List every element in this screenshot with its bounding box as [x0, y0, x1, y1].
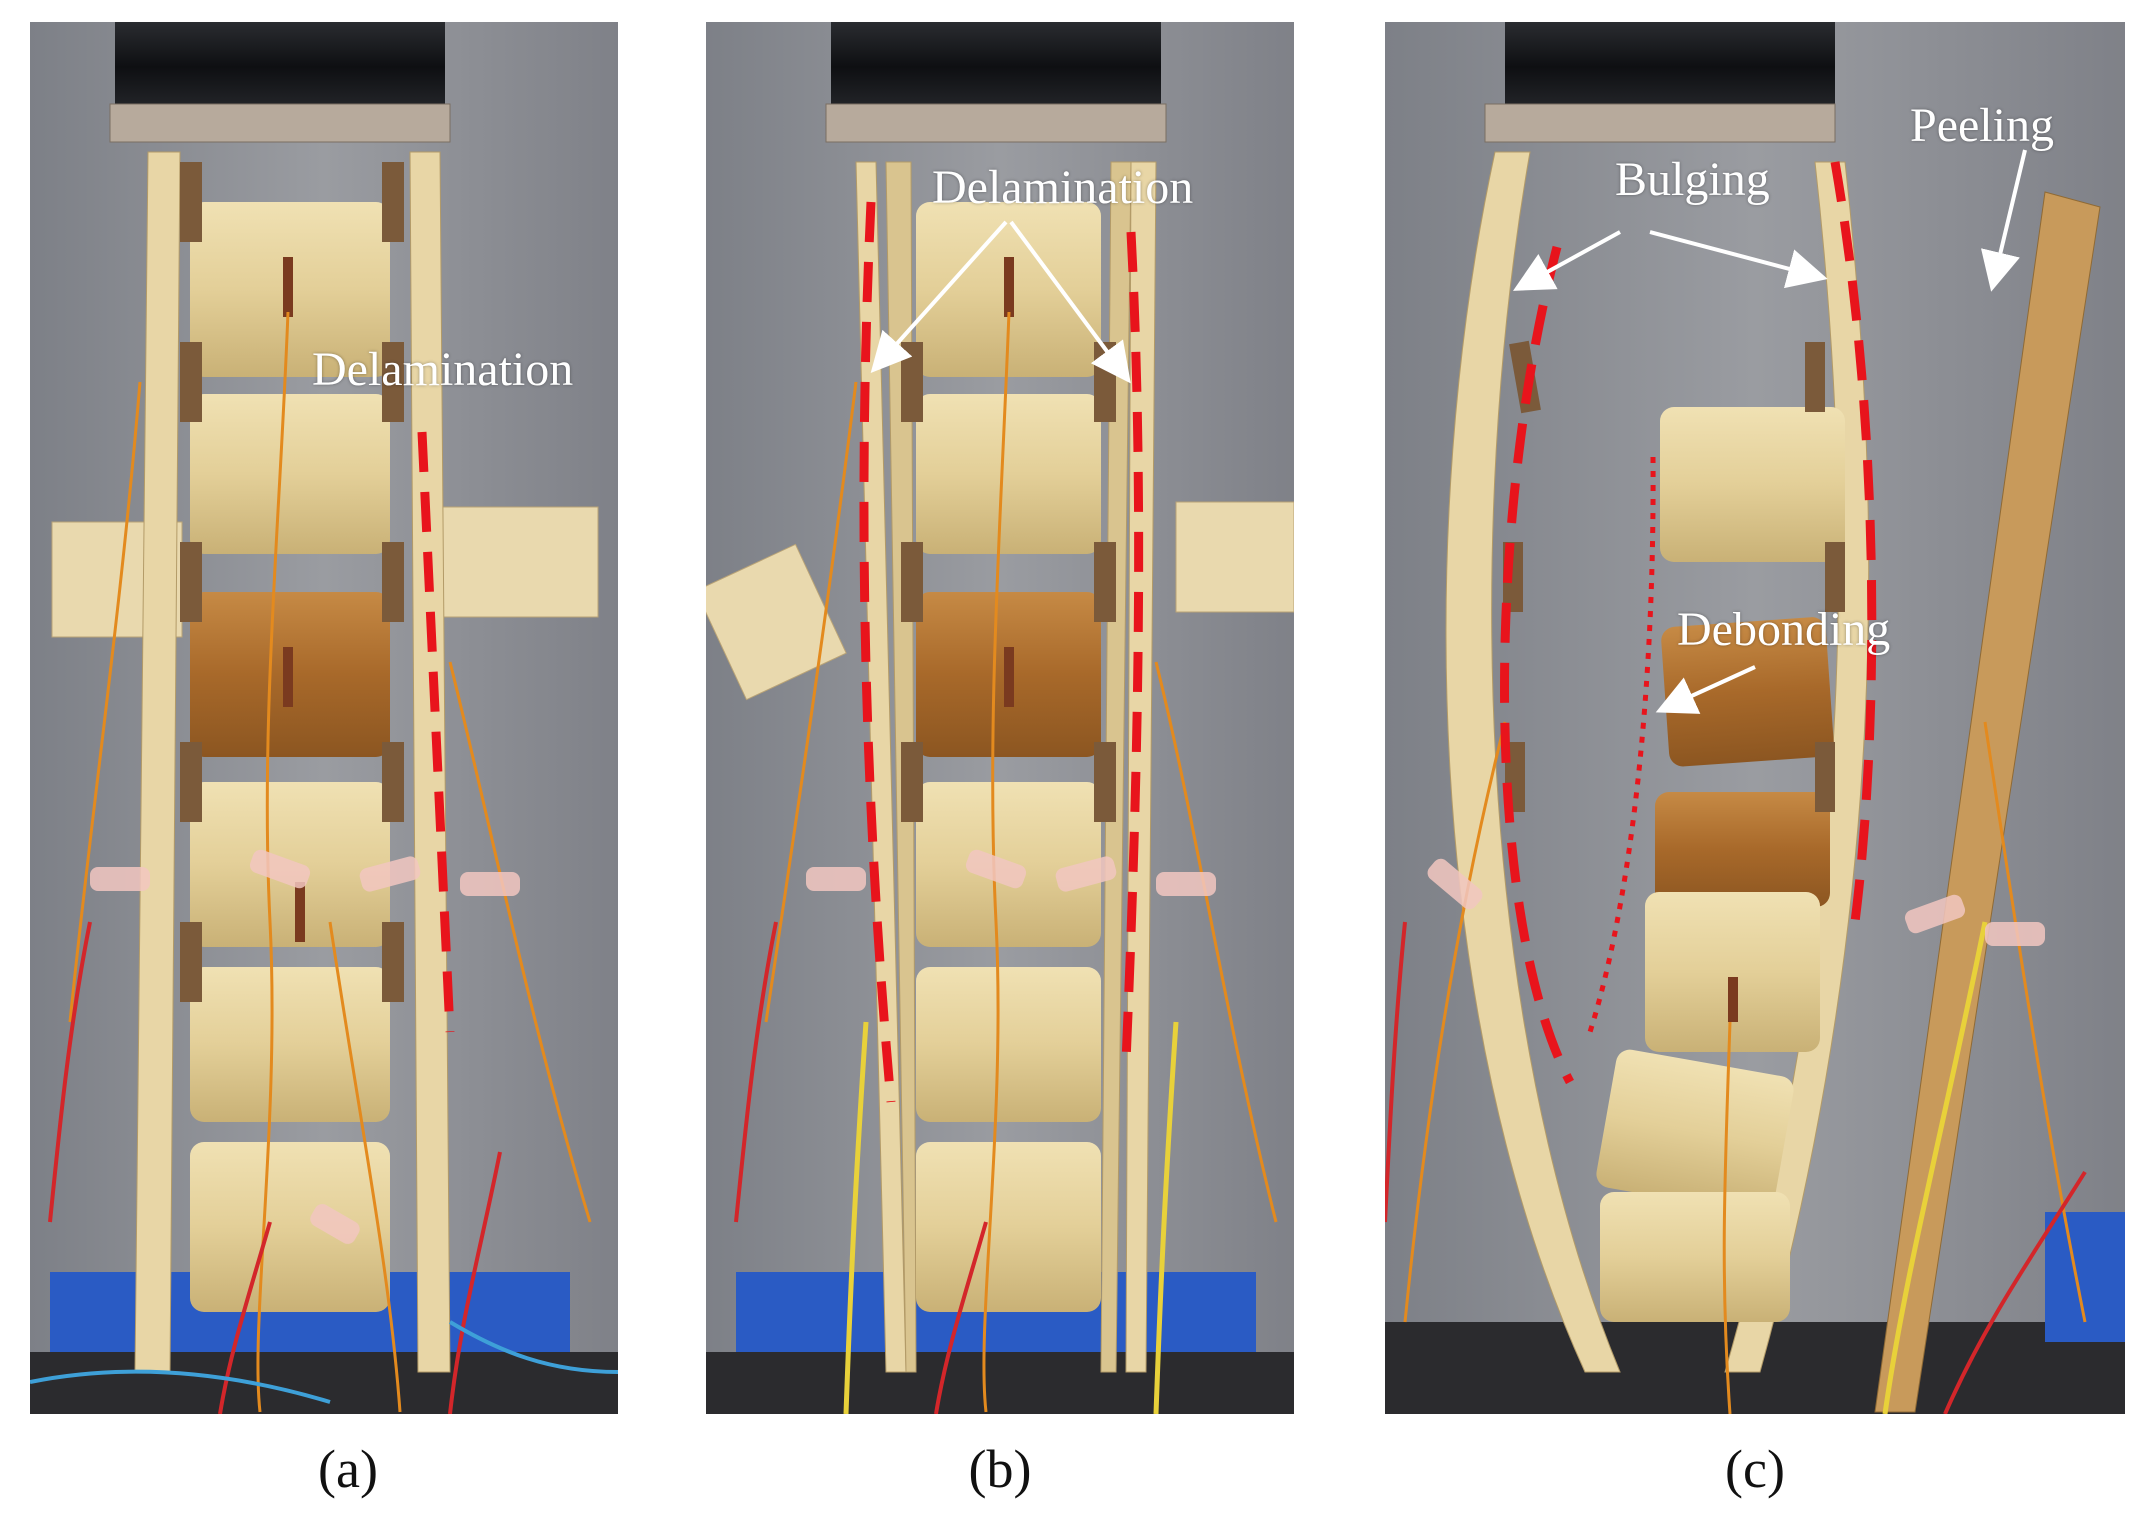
core-cylinder [1661, 617, 1834, 767]
core-cylinder [1596, 1049, 1794, 1215]
photo-panel-b: Delamination [706, 22, 1294, 1414]
annotation-delamination: Delamination [932, 161, 1194, 214]
delamination-marker-right [1121, 231, 1144, 1063]
press-head [115, 22, 445, 112]
core-cylinder [1655, 792, 1830, 907]
specimen-photo-b [706, 22, 1294, 1414]
specimen-photo-a [30, 22, 618, 1414]
annotation-peeling: Peeling [1910, 99, 2054, 152]
bulging-marker-right [1830, 161, 1877, 923]
bulging-marker-left [1500, 245, 1574, 1085]
delamination-marker-left [859, 201, 896, 1103]
arrow-to-peeling [1980, 149, 2027, 292]
annotation-debonding: Debonding [1677, 603, 1891, 656]
core-cylinder [1660, 407, 1845, 562]
caption-panel-a: (a) [318, 1439, 378, 1499]
wood-block-right [1175, 501, 1294, 613]
core-cylinder [190, 394, 390, 554]
wood-block-right [429, 506, 599, 618]
core-cylinder [190, 967, 390, 1122]
wood-block-left [706, 543, 847, 701]
core-cylinder [190, 1142, 390, 1312]
core-cylinder [916, 967, 1101, 1122]
arrow-to-debonding [1655, 665, 1756, 714]
annotation-bulging: Bulging [1615, 153, 1770, 206]
delamination-marker-line [417, 431, 455, 1033]
arrow-to-right-bulging [1649, 230, 1828, 289]
loading-plate [109, 103, 451, 143]
annotation-delamination: Delamination [312, 343, 574, 396]
core-cylinder [1600, 1192, 1790, 1322]
face-sheet-left-bulged [1445, 151, 1621, 1373]
caption-panel-b: (b) [968, 1439, 1032, 1499]
core-cylinder [916, 394, 1101, 554]
photo-panel-a: Delamination [30, 22, 618, 1414]
caption-panel-c: (c) [1725, 1439, 1785, 1499]
arrow-to-left-delamination [870, 220, 1008, 373]
specimen-photo-c [1385, 22, 2125, 1414]
peeled-face-sheet [1874, 191, 2101, 1413]
arrow-to-left-bulging [1512, 230, 1621, 291]
core-cylinder [1645, 892, 1820, 1052]
core-cylinder [916, 1142, 1101, 1312]
arrow-to-right-delamination [1009, 220, 1131, 384]
photo-panel-c: Bulging Peeling Debonding [1385, 22, 2125, 1414]
